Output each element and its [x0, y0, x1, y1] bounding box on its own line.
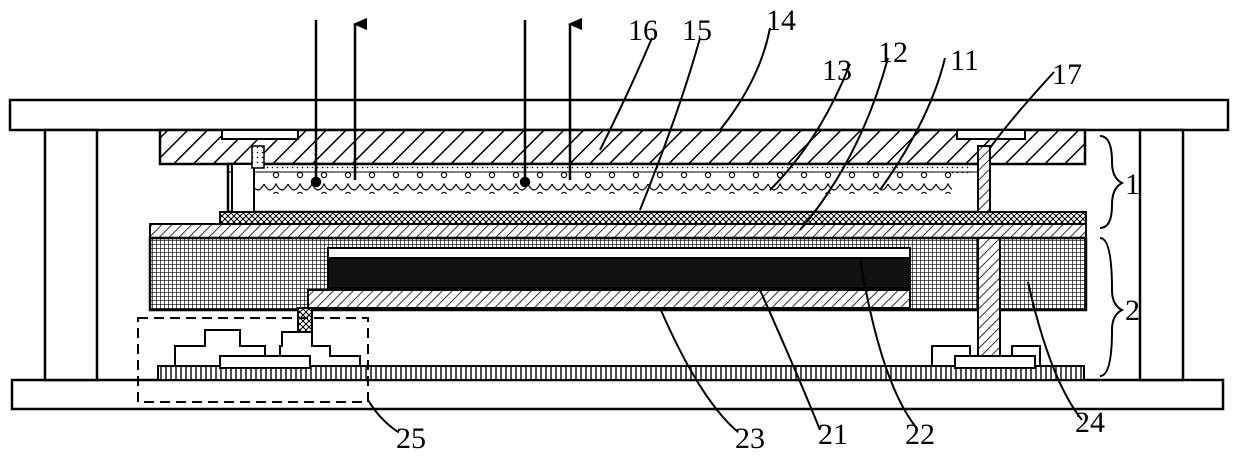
layer-22 — [328, 248, 910, 258]
label-23: 23 — [735, 422, 765, 455]
layer-11 — [220, 212, 1086, 224]
label-12: 12 — [878, 36, 908, 69]
label-17: 17 — [1052, 58, 1082, 91]
label-22: 22 — [905, 418, 935, 451]
label-14: 14 — [766, 4, 796, 37]
layer-21-dark — [328, 258, 910, 288]
label-1: 1 — [1125, 168, 1140, 201]
label-15: 15 — [682, 14, 712, 47]
label-16: 16 — [628, 14, 658, 47]
label-11: 11 — [950, 44, 979, 77]
top-plate — [10, 100, 1228, 130]
label-25: 25 — [396, 422, 426, 455]
left-post — [45, 130, 97, 380]
bottom-plate — [12, 380, 1223, 409]
substrate — [158, 330, 1084, 380]
layer-23 — [308, 290, 910, 308]
layer-12 — [150, 224, 1086, 238]
cover-layer-14 — [160, 130, 1085, 164]
label-21: 21 — [818, 418, 848, 451]
label-24: 24 — [1075, 406, 1105, 439]
via-17 — [978, 146, 990, 212]
via-24 — [978, 238, 1000, 366]
label-13: 13 — [822, 54, 852, 87]
label-2: 2 — [1125, 294, 1140, 327]
right-post — [1140, 130, 1183, 380]
